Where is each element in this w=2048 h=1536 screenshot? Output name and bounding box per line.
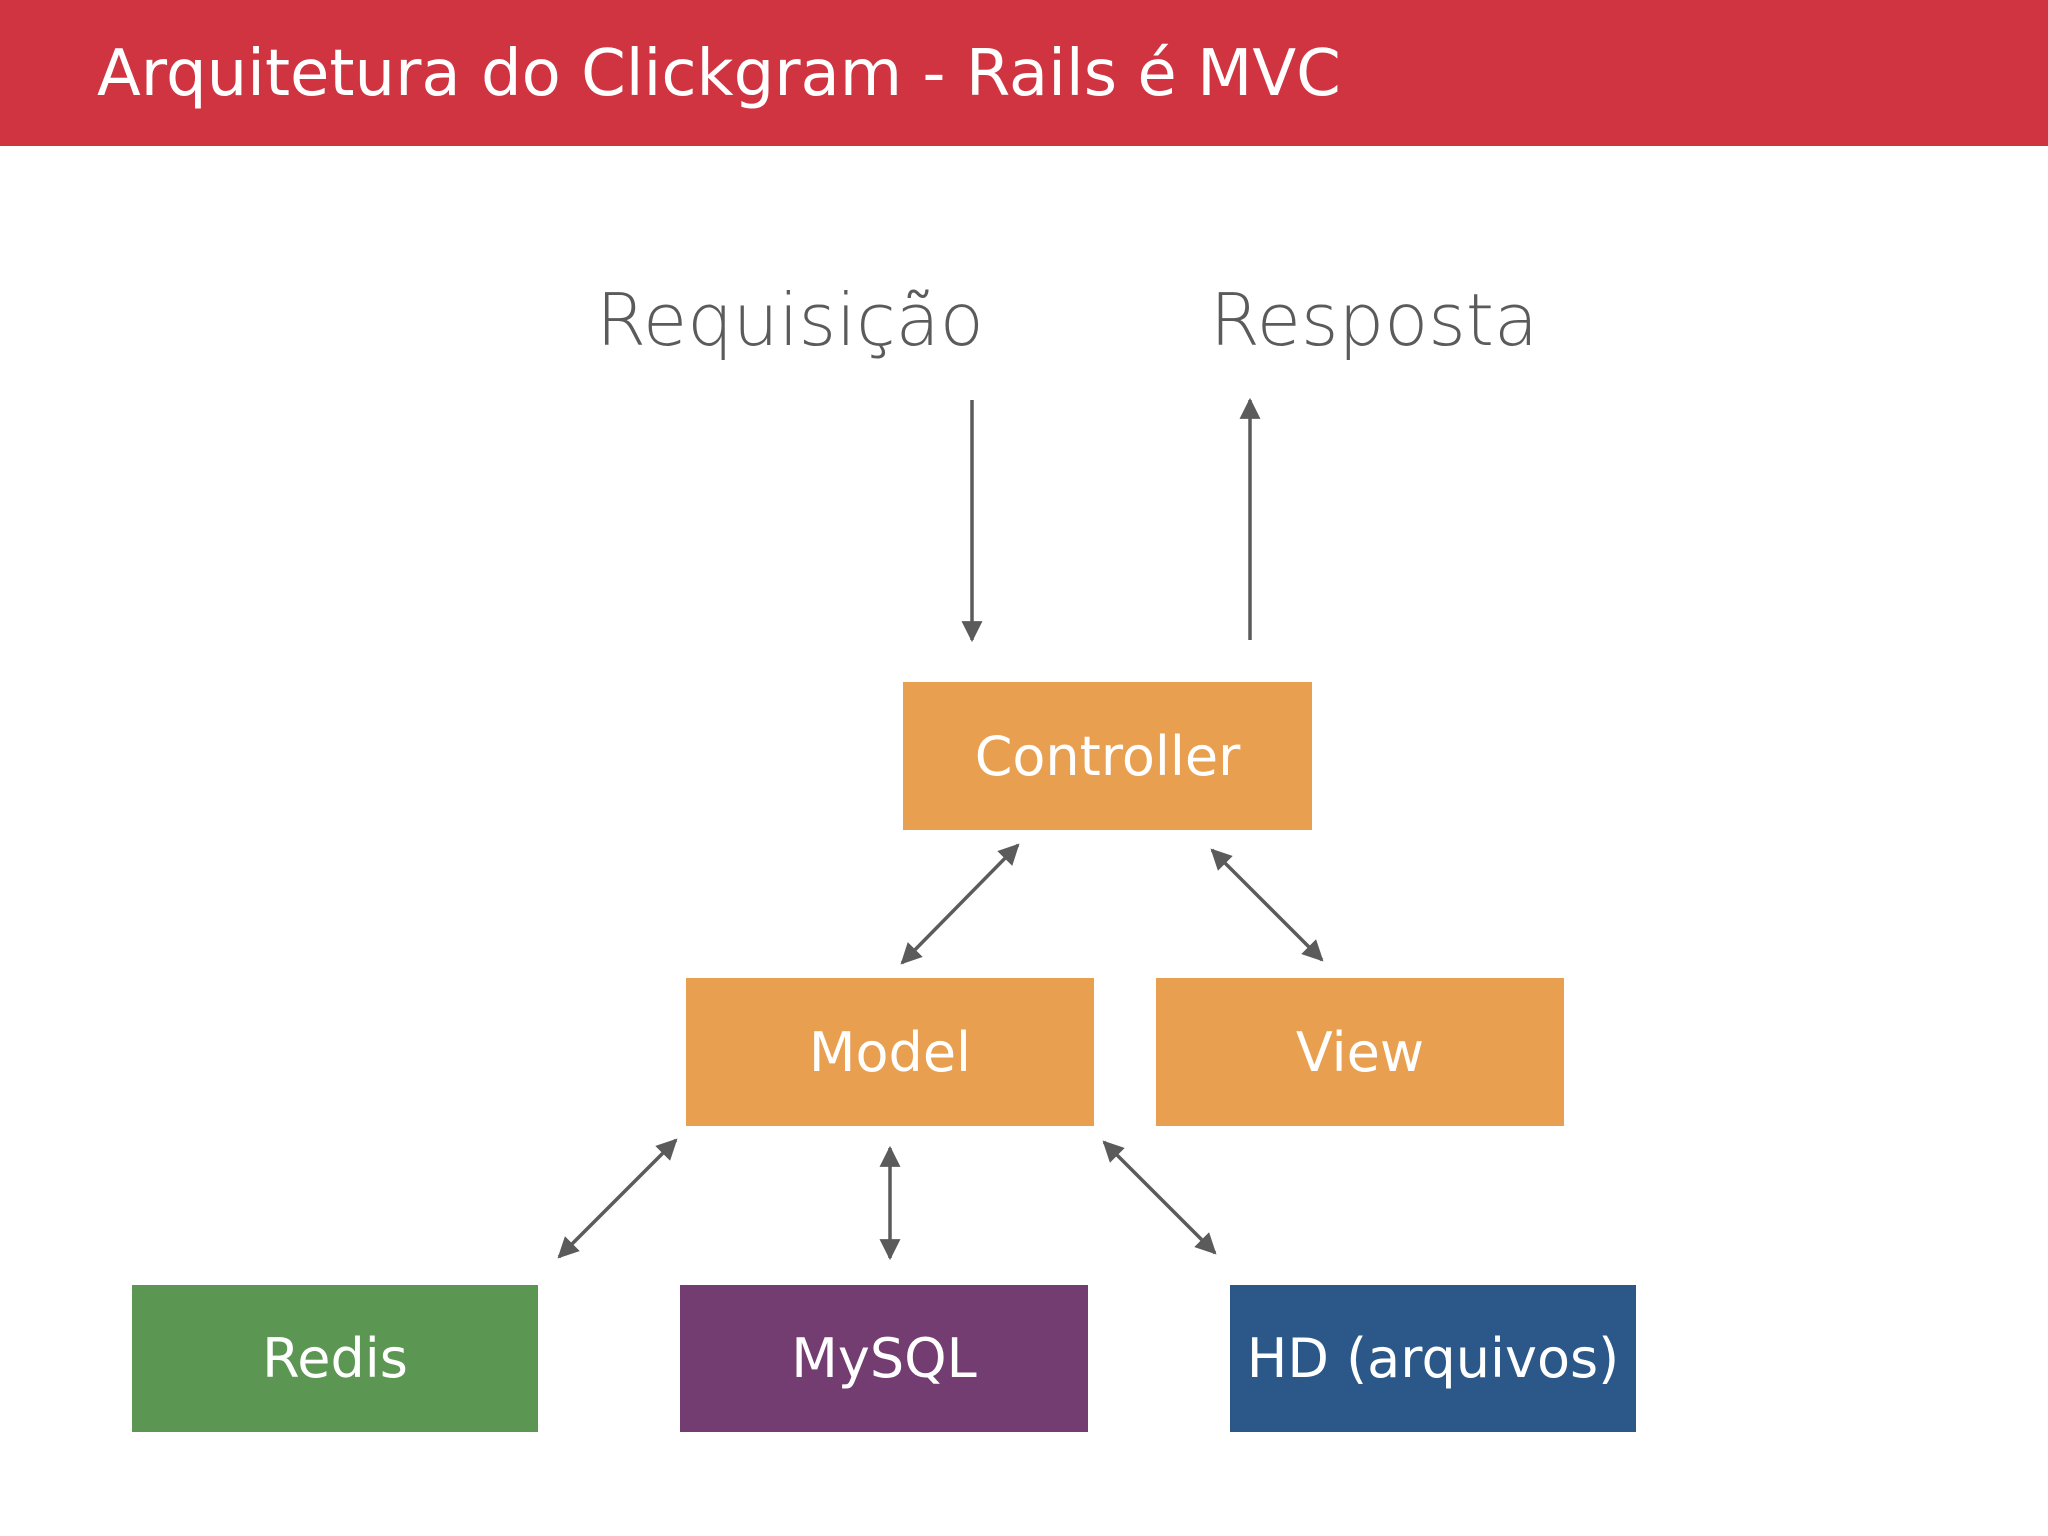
redis-label: Redis — [262, 1327, 408, 1390]
hd-label: HD (arquivos) — [1246, 1327, 1620, 1390]
view-label: View — [1295, 1020, 1425, 1084]
controller-model-arrow — [900, 843, 1020, 965]
view-box: View — [1156, 978, 1564, 1126]
redis-box: Redis — [132, 1285, 538, 1432]
model-label: Model — [808, 1020, 972, 1084]
mysql-label: MySQL — [791, 1327, 977, 1390]
controller-label: Controller — [974, 724, 1241, 788]
title-bar: Arquitetura do Clickgram - Rails é MVC — [0, 0, 2048, 146]
controller-box: Controller — [903, 682, 1312, 830]
hd-box: HD (arquivos) — [1230, 1285, 1636, 1432]
model-redis-arrow — [557, 1138, 678, 1259]
request-label: Requisição — [596, 278, 984, 362]
page-title: Arquitetura do Clickgram - Rails é MVC — [97, 37, 1341, 111]
response-label: Resposta — [1209, 278, 1539, 362]
model-box: Model — [686, 978, 1094, 1126]
controller-view-arrow — [1210, 848, 1324, 962]
mysql-box: MySQL — [680, 1285, 1088, 1432]
model-hd-arrow — [1102, 1140, 1217, 1255]
